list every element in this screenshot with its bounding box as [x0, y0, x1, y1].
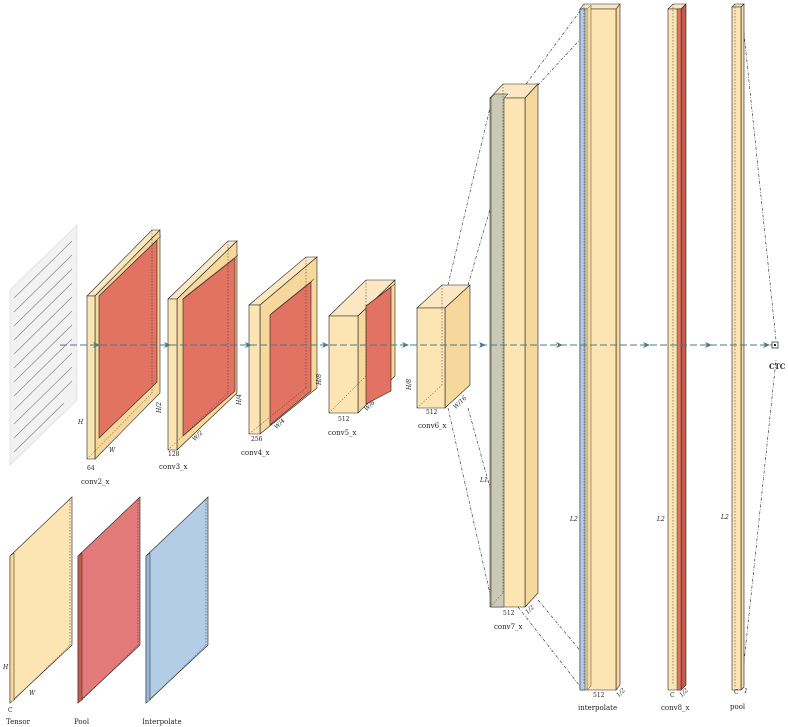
- legend-interpolate: Interpolate: [142, 496, 209, 726]
- channels-pool: C: [734, 689, 739, 696]
- label-conv4: conv4_x: [241, 449, 270, 457]
- legend-interpolate-label: Interpolate: [142, 718, 182, 726]
- label-pool: pool: [730, 703, 746, 711]
- arrow-head-3: [245, 342, 252, 348]
- channels-interpolate: 512: [593, 692, 605, 699]
- legend-pool: Pool: [74, 496, 141, 726]
- ctc-label: CTC: [769, 362, 786, 371]
- height-conv6: H/8: [406, 379, 413, 391]
- arrow-head-7: [556, 342, 563, 348]
- height-conv8: L2: [656, 516, 665, 523]
- channels-conv3: 128: [168, 451, 180, 458]
- arrow-head-4: [322, 342, 329, 348]
- block-conv3: [167, 240, 239, 451]
- width-pool: 1: [744, 688, 748, 695]
- height-pool: L2: [720, 514, 729, 521]
- height-conv3: H/2: [156, 402, 163, 414]
- input-image: [9, 224, 78, 466]
- arrow-head-6: [479, 342, 486, 348]
- legend-pool-label: Pool: [74, 718, 90, 726]
- legend: H W C Tensor Pool Interpolate: [2, 496, 209, 726]
- block-conv2: [86, 229, 162, 460]
- channels-conv2: 64: [87, 465, 95, 472]
- legend-tensor-channels: C: [8, 707, 13, 714]
- label-conv2: conv2_x: [81, 478, 110, 486]
- label-conv8: conv8_x: [661, 704, 690, 712]
- block-conv5: [328, 279, 396, 414]
- legend-tensor-width: W: [29, 690, 36, 697]
- label-conv7: conv7_x: [494, 623, 523, 631]
- legend-tensor-height: H: [2, 664, 9, 671]
- block-conv4: [248, 256, 318, 435]
- channels-conv7: 512: [503, 610, 515, 617]
- legend-tensor-label: Tensor: [6, 718, 31, 726]
- legend-tensor: H W C Tensor: [2, 496, 73, 726]
- width-conv2: W: [109, 447, 116, 454]
- block-pool: [731, 3, 745, 691]
- channels-conv5: 512: [338, 416, 350, 423]
- height-conv7: L1: [479, 477, 488, 484]
- width-conv8: 1/2: [678, 687, 690, 699]
- label-conv6: conv6_x: [418, 422, 447, 430]
- block-conv6: [416, 284, 471, 409]
- width-interpolate: 1/2: [615, 687, 627, 699]
- width-conv7: 1/2: [524, 604, 536, 616]
- channels-conv4: 256: [251, 436, 263, 443]
- arrow-head-10: [763, 342, 770, 348]
- arrow-head-1: [93, 342, 100, 348]
- block-conv7: [489, 83, 539, 608]
- channels-conv8: C: [670, 692, 675, 699]
- arrow-head-2: [164, 342, 171, 348]
- flow-arrows: [60, 342, 772, 348]
- label-conv3: conv3_x: [159, 463, 188, 471]
- height-interpolate: L2: [569, 516, 578, 523]
- channels-conv6: 512: [426, 409, 438, 416]
- block-interpolate: [579, 3, 621, 691]
- height-conv4: H/4: [236, 394, 243, 406]
- height-conv5: H/8: [316, 374, 323, 386]
- arrow-head-9: [705, 342, 712, 348]
- height-conv2: H: [77, 419, 84, 426]
- label-conv5: conv5_x: [328, 429, 357, 437]
- ctc-output: CTC: [769, 341, 786, 371]
- block-labels: conv2_x 64 H W conv3_x 128 H/2 W/2 conv4…: [77, 374, 748, 712]
- block-conv8: [667, 3, 687, 691]
- arrow-head-5: [402, 342, 409, 348]
- arrow-head-8: [643, 342, 650, 348]
- label-interpolate: interpolate: [578, 704, 617, 712]
